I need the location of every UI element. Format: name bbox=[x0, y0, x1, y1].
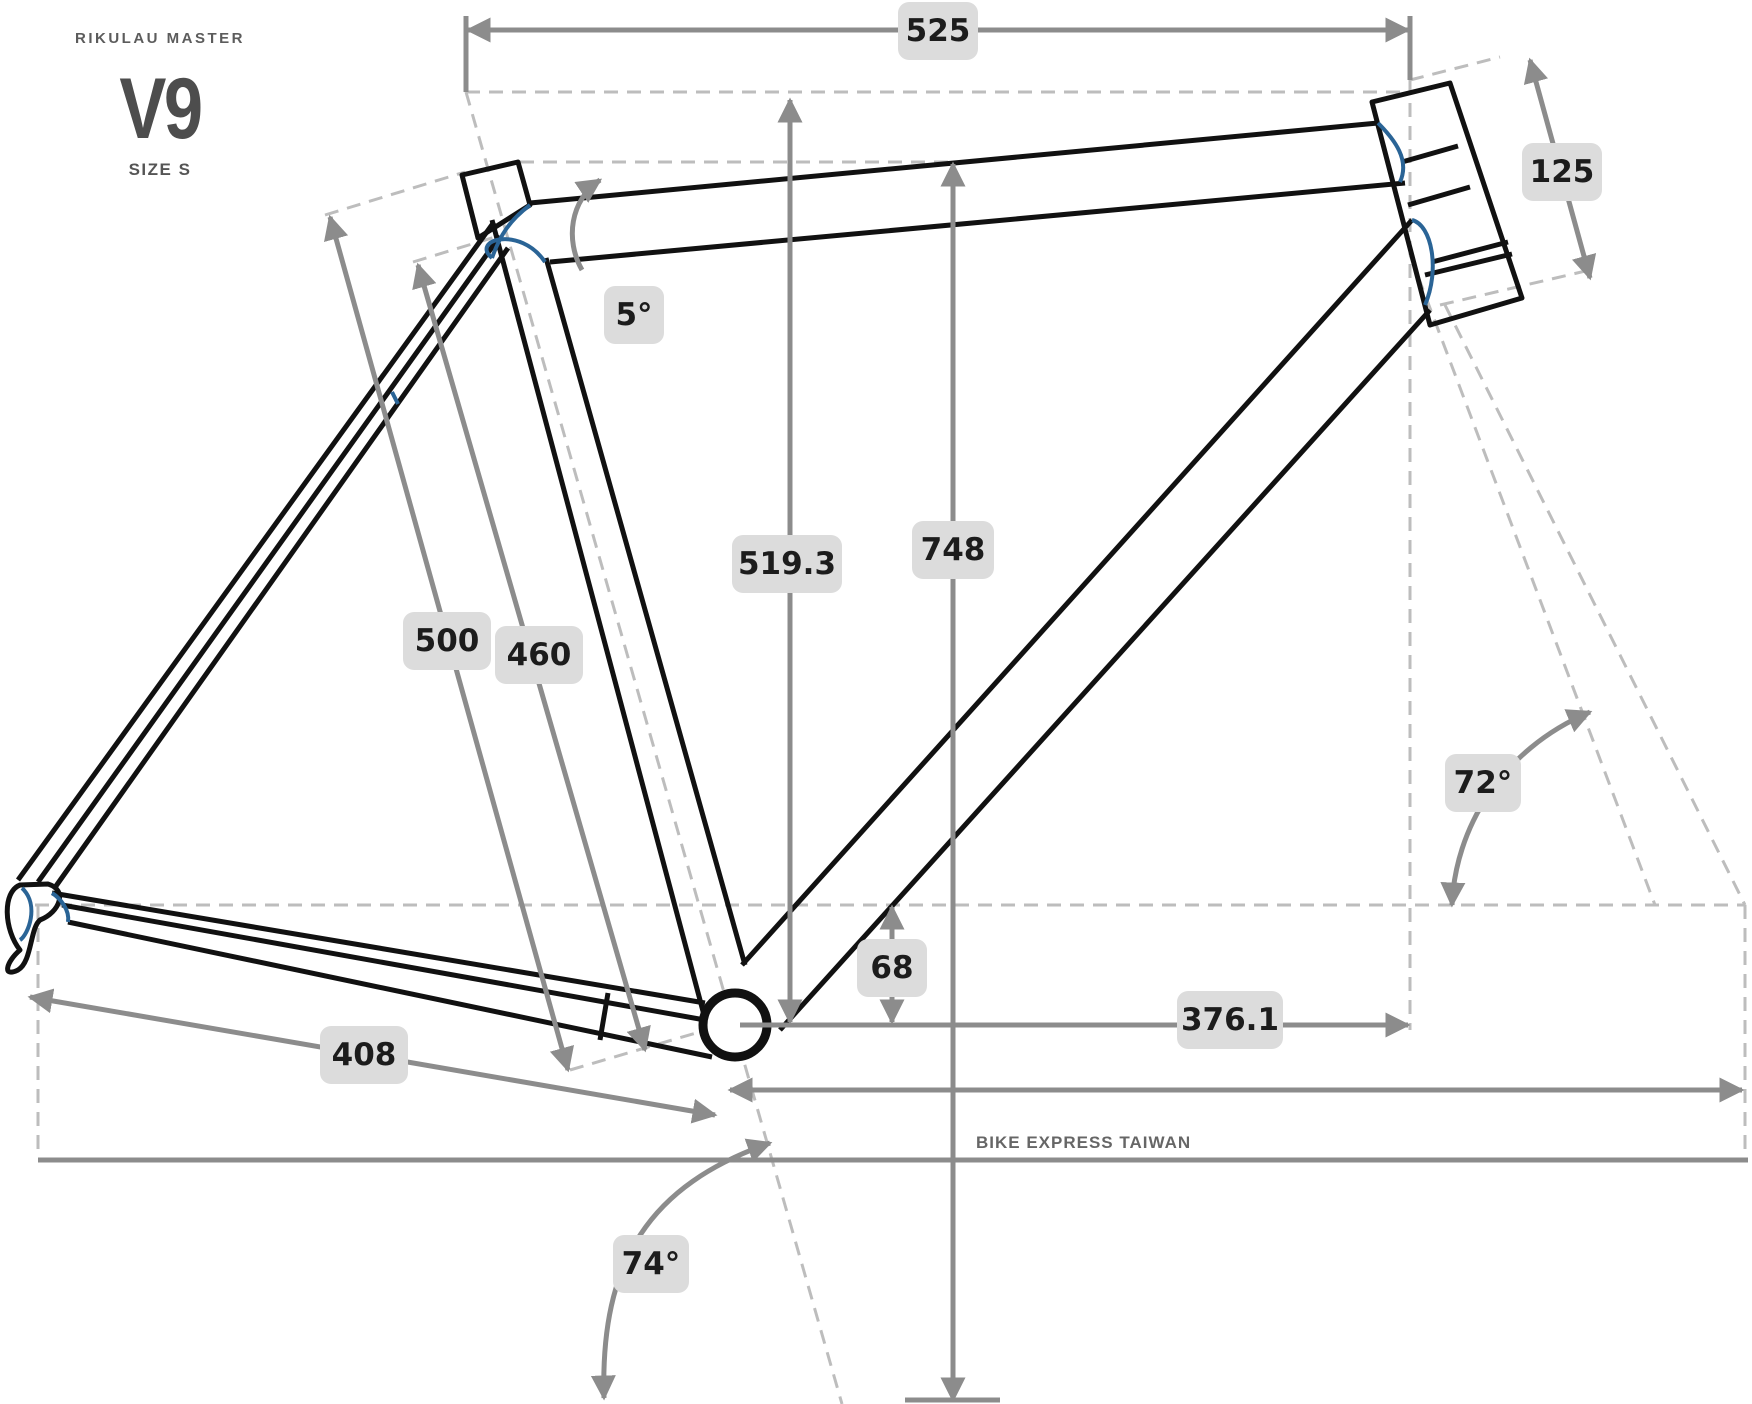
label-stack: 519.3 bbox=[732, 535, 842, 593]
label-seat-angle: 74° bbox=[613, 1235, 689, 1293]
label-top-tube-slope: 5° bbox=[604, 286, 664, 344]
seat-angle-arc bbox=[590, 1138, 773, 1401]
size-label: SIZE S bbox=[128, 160, 192, 179]
seat-stay-2 bbox=[35, 234, 503, 884]
seat-collar bbox=[459, 159, 533, 241]
label-standover: 748 bbox=[912, 521, 994, 579]
down-tube-top-edge bbox=[740, 218, 1414, 967]
model-name: V9 bbox=[119, 61, 203, 157]
down-tube-bottom-edge bbox=[778, 308, 1432, 1032]
top-tube-bottom-edge bbox=[549, 180, 1406, 265]
label-front-center: 376.1 bbox=[1177, 991, 1283, 1049]
watermark-text: BIKE EXPRESS TAIWAN bbox=[976, 1133, 1192, 1152]
seat-tube-rear-edge bbox=[543, 257, 748, 966]
label-reach: 525 bbox=[898, 2, 978, 60]
label-seat-tube-ctt: 500 bbox=[403, 612, 491, 670]
dimension-lines bbox=[27, 16, 1748, 1403]
head-tube bbox=[1369, 80, 1525, 328]
rear-dropout bbox=[4, 881, 62, 975]
top-tube-angle-arc bbox=[569, 177, 603, 272]
label-head-tube: 125 bbox=[1522, 143, 1602, 201]
brand-name: RIKULAU MASTER bbox=[75, 30, 245, 47]
label-bb-drop: 68 bbox=[857, 939, 927, 997]
label-seat-tube-ctc: 460 bbox=[495, 626, 583, 684]
label-chainstay: 408 bbox=[320, 1026, 408, 1084]
label-head-angle: 72° bbox=[1445, 754, 1521, 812]
